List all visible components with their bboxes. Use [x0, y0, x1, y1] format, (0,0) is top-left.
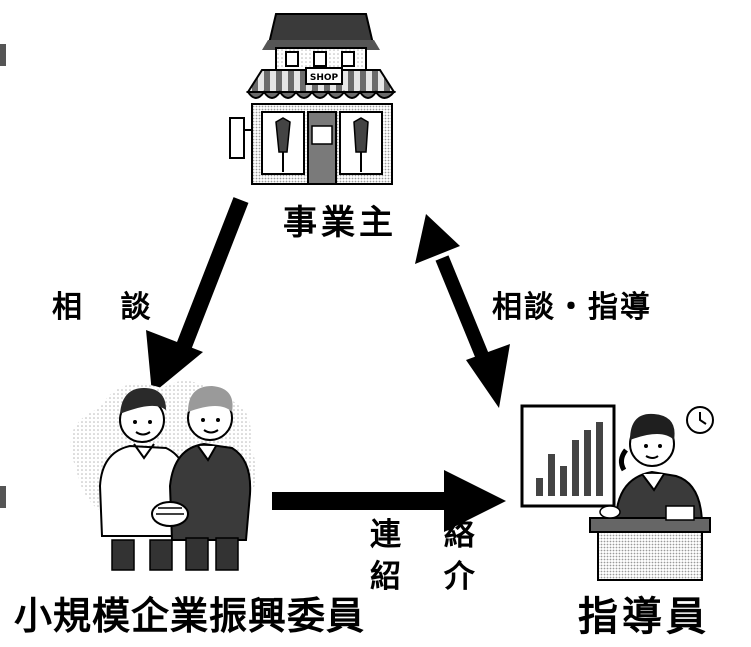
shop-icon: SHOP	[229, 13, 397, 185]
handshake-icon	[70, 380, 257, 571]
consult-guidance-edge-label: 相談・指導	[492, 290, 652, 325]
introduce-edge-label: 紹 介	[370, 559, 491, 595]
advisor-at-desk-icon	[520, 404, 714, 581]
shop-sign-text: SHOP	[310, 73, 339, 83]
promotion-committee-label: 小規模企業振興委員	[14, 594, 366, 638]
cropped-edge-mark-bottom	[0, 486, 6, 508]
contact-edge-label: 連 絡	[370, 517, 491, 553]
arrow-contact-introduce	[272, 470, 506, 532]
business-owner-label: 事業主	[283, 203, 397, 243]
arrow-consult-guidance	[415, 214, 510, 408]
advisor-label: 指導員	[578, 594, 710, 640]
consult-edge-label: 相 談	[52, 290, 165, 325]
cropped-edge-mark-top	[0, 44, 6, 66]
arrow-consult	[146, 197, 249, 394]
